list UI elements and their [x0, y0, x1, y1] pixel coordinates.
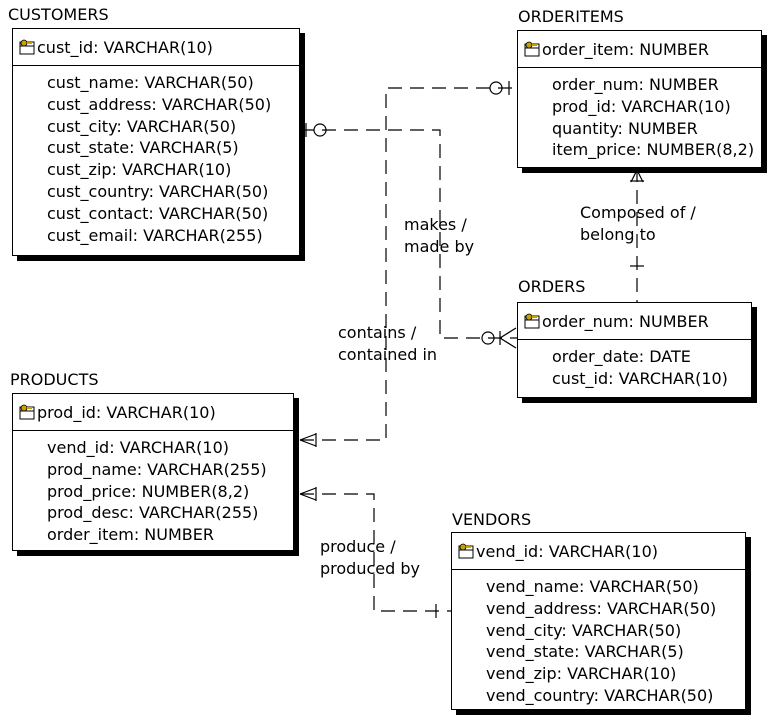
attribute: vend_country: VARCHAR(50): [486, 685, 714, 705]
primary-key-icon: [19, 404, 35, 420]
attribute: vend_zip: VARCHAR(10): [486, 664, 677, 684]
attribute: vend_address: VARCHAR(50): [486, 598, 717, 618]
edge-marker: [499, 337, 517, 349]
attribute: cust_state: VARCHAR(5): [47, 138, 239, 158]
edge-marker: [499, 327, 517, 339]
attribute: cust_contact: VARCHAR(50): [47, 203, 269, 223]
orders-pk-row: order_num: NUMBER: [518, 303, 751, 340]
orders-pk: order_num: NUMBER: [542, 311, 709, 331]
primary-key-icon: [524, 313, 540, 329]
products-attributes: vend_id: VARCHAR(10) prod_name: VARCHAR(…: [13, 431, 293, 546]
attribute: vend_name: VARCHAR(50): [486, 577, 699, 596]
attribute: order_date: DATE: [552, 347, 691, 366]
relationship-label-line: contains /: [338, 323, 417, 342]
orderitems-pk-row: order_item: NUMBER: [518, 31, 761, 68]
attribute: cust_city: VARCHAR(50): [47, 116, 237, 136]
primary-key-icon: [19, 39, 35, 55]
orders-entity[interactable]: order_num: NUMBER order_date: DATE cust_…: [517, 302, 752, 398]
relationship-label-composed: Composed of / belong to: [580, 202, 696, 246]
customers-attributes: cust_name: VARCHAR(50) cust_address: VAR…: [13, 66, 299, 246]
orders-title: ORDERS: [518, 277, 586, 296]
vendors-attributes: vend_name: VARCHAR(50) vend_address: VAR…: [452, 570, 745, 707]
edge-marker: [489, 81, 503, 95]
attribute: order_num: NUMBER: [552, 75, 719, 94]
primary-key-icon: [524, 41, 540, 57]
edge-marker: [299, 487, 317, 495]
attribute: prod_name: VARCHAR(255): [47, 459, 267, 479]
edge-products-vendors: [300, 493, 451, 612]
edge-marker: [299, 493, 317, 501]
attribute: prod_price: NUMBER(8,2): [47, 481, 250, 501]
vendors-pk-row: vend_id: VARCHAR(10): [452, 533, 745, 570]
relationship-label-line: produce /: [320, 537, 396, 556]
relationship-label-contains: contains / contained in: [338, 322, 437, 366]
attribute: vend_id: VARCHAR(10): [47, 438, 229, 457]
attribute: cust_email: VARCHAR(255): [47, 225, 263, 245]
attribute: vend_state: VARCHAR(5): [486, 642, 684, 662]
edge-marker: [481, 331, 495, 345]
products-entity[interactable]: prod_id: VARCHAR(10) vend_id: VARCHAR(10…: [12, 393, 294, 551]
attribute: cust_id: VARCHAR(10): [552, 368, 728, 388]
products-pk: prod_id: VARCHAR(10): [37, 402, 216, 422]
attribute: cust_country: VARCHAR(50): [47, 181, 269, 201]
products-pk-row: prod_id: VARCHAR(10): [13, 394, 293, 431]
orderitems-pk: order_item: NUMBER: [542, 39, 709, 59]
orderitems-entity[interactable]: order_item: NUMBER order_num: NUMBER pro…: [517, 30, 762, 168]
edge-marker: [299, 433, 317, 441]
customers-pk-row: cust_id: VARCHAR(10): [13, 29, 299, 66]
primary-key-icon: [458, 543, 474, 559]
attribute: prod_desc: VARCHAR(255): [47, 503, 259, 523]
vendors-title: VENDORS: [452, 510, 532, 529]
orderitems-title: ORDERITEMS: [518, 7, 624, 26]
attribute: prod_id: VARCHAR(10): [552, 96, 731, 116]
edge-marker: [630, 169, 638, 183]
edge-marker: [636, 169, 644, 183]
attribute: quantity: NUMBER: [552, 118, 698, 138]
customers-title: CUSTOMERS: [8, 5, 109, 24]
attribute: vend_city: VARCHAR(50): [486, 620, 682, 640]
attribute: cust_name: VARCHAR(50): [47, 73, 254, 92]
attribute: item_price: NUMBER(8,2): [552, 140, 755, 160]
products-title: PRODUCTS: [10, 370, 99, 389]
relationship-label-line: Composed of /: [580, 203, 696, 222]
edge-products-orderitems: [300, 87, 517, 441]
customers-entity[interactable]: cust_id: VARCHAR(10) cust_name: VARCHAR(…: [12, 28, 300, 256]
orderitems-attributes: order_num: NUMBER prod_id: VARCHAR(10) q…: [518, 68, 761, 161]
edge-customers-orders: [300, 129, 517, 339]
relationship-label-makes: makes / made by: [404, 214, 474, 258]
relationship-label-produce: produce / produced by: [320, 536, 420, 580]
relationship-label-line: belong to: [580, 225, 656, 244]
relationship-label-line: contained in: [338, 345, 438, 364]
vendors-entity[interactable]: vend_id: VARCHAR(10) vend_name: VARCHAR(…: [451, 532, 746, 710]
attribute: cust_zip: VARCHAR(10): [47, 160, 232, 180]
relationship-label-line: produced by: [320, 559, 420, 578]
attribute: order_item: NUMBER: [47, 525, 214, 545]
edge-marker: [313, 123, 327, 137]
attribute: cust_address: VARCHAR(50): [47, 94, 272, 114]
vendors-pk: vend_id: VARCHAR(10): [476, 541, 658, 561]
orders-attributes: order_date: DATE cust_id: VARCHAR(10): [518, 340, 751, 390]
relationship-label-line: makes /: [404, 215, 467, 234]
customers-pk: cust_id: VARCHAR(10): [37, 37, 213, 57]
edge-marker: [299, 439, 317, 447]
relationship-label-line: made by: [404, 237, 475, 256]
